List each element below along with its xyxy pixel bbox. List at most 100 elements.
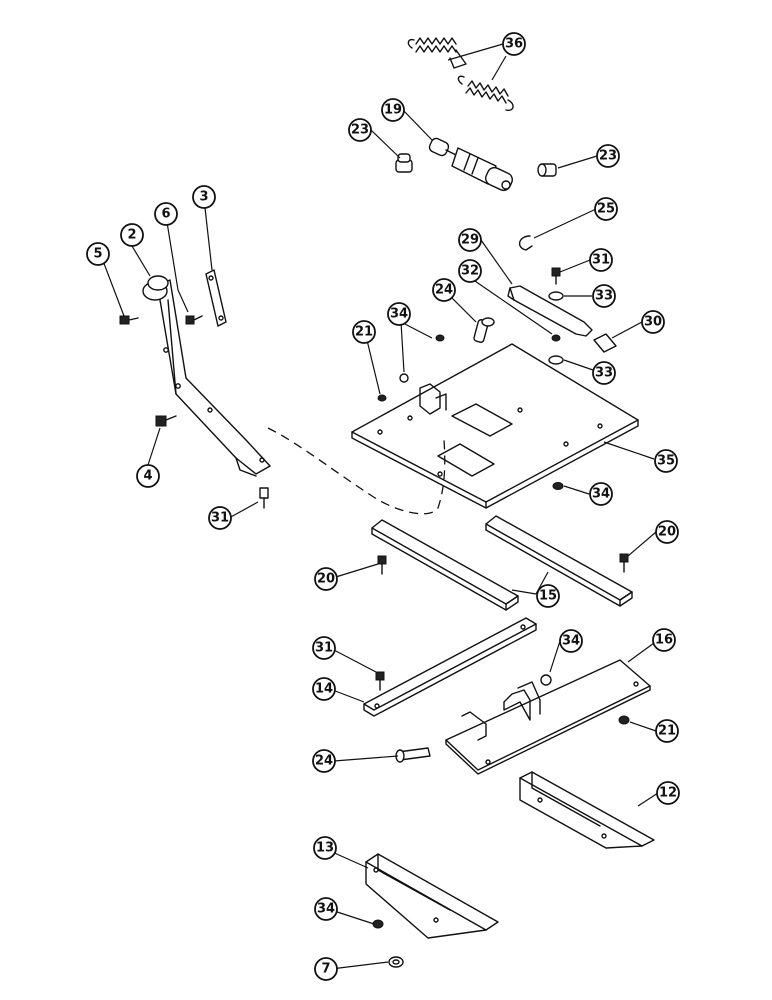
svg-text:33: 33 bbox=[595, 289, 613, 304]
callout-34-plate: 34 bbox=[589, 482, 613, 506]
svg-text:32: 32 bbox=[461, 264, 479, 279]
svg-text:30: 30 bbox=[644, 315, 662, 330]
nut-21-lower bbox=[618, 715, 630, 725]
washer-upper bbox=[548, 291, 564, 301]
stud-pin-upper bbox=[473, 317, 495, 343]
svg-text:6: 6 bbox=[161, 207, 170, 222]
nut-upper-34 bbox=[435, 334, 445, 342]
callout-30: 30 bbox=[641, 310, 665, 334]
callout-33-upper: 33 bbox=[592, 284, 616, 308]
callout-3: 3 bbox=[192, 185, 216, 209]
callout-14: 14 bbox=[312, 677, 336, 701]
svg-text:3: 3 bbox=[199, 190, 208, 205]
bolt-31-left bbox=[259, 487, 269, 509]
spring-upper bbox=[407, 37, 467, 69]
svg-text:21: 21 bbox=[658, 724, 676, 739]
link-plate bbox=[205, 269, 227, 327]
pin-24-lower bbox=[395, 747, 431, 763]
callout-20-right: 20 bbox=[655, 520, 679, 544]
callout-5: 5 bbox=[86, 242, 110, 266]
svg-text:25: 25 bbox=[597, 202, 615, 217]
nut-upper-34b bbox=[399, 373, 409, 383]
spring-lower bbox=[457, 75, 514, 112]
screw-20-left bbox=[377, 555, 387, 575]
screw-20-right bbox=[619, 553, 629, 573]
svg-text:21: 21 bbox=[355, 325, 373, 340]
callout-32: 32 bbox=[458, 259, 482, 283]
dashed-alignment-line bbox=[267, 427, 446, 515]
callout-36: 36 bbox=[502, 32, 526, 56]
svg-text:2: 2 bbox=[127, 228, 136, 243]
svg-text:36: 36 bbox=[505, 37, 523, 52]
svg-text:4: 4 bbox=[143, 469, 152, 484]
svg-text:34: 34 bbox=[317, 902, 335, 917]
callout-33-lower: 33 bbox=[592, 361, 616, 385]
svg-text:16: 16 bbox=[655, 633, 673, 648]
callout-7: 7 bbox=[314, 957, 338, 981]
nut-21-upper bbox=[377, 394, 387, 402]
callout-12: 12 bbox=[656, 781, 680, 805]
callout-19: 19 bbox=[381, 98, 405, 122]
svg-text:23: 23 bbox=[599, 149, 617, 164]
bracket-13 bbox=[365, 853, 499, 939]
callout-31-upper: 31 bbox=[589, 248, 613, 272]
svg-text:5: 5 bbox=[93, 247, 102, 262]
nut-34-bottom bbox=[372, 919, 384, 929]
svg-text:15: 15 bbox=[539, 589, 557, 604]
svg-text:19: 19 bbox=[384, 103, 402, 118]
bolt-5 bbox=[119, 315, 139, 325]
svg-text:31: 31 bbox=[315, 641, 333, 656]
nut-plate-34 bbox=[552, 482, 564, 490]
svg-text:33: 33 bbox=[595, 366, 613, 381]
nut-34-lower bbox=[540, 674, 552, 686]
svg-text:34: 34 bbox=[390, 307, 408, 322]
base-plate-16 bbox=[445, 659, 651, 775]
shock-absorber bbox=[428, 137, 513, 192]
svg-text:23: 23 bbox=[351, 123, 369, 138]
callout-34-bottom: 34 bbox=[314, 897, 338, 921]
callout-34-upper: 34 bbox=[387, 302, 411, 326]
callout-23-right: 23 bbox=[596, 144, 620, 168]
washer-lower bbox=[548, 355, 564, 365]
svg-text:29: 29 bbox=[461, 233, 479, 248]
seat-plate bbox=[351, 343, 639, 509]
callout-24-upper: 24 bbox=[432, 278, 456, 302]
rail-right bbox=[485, 515, 633, 607]
strip-14 bbox=[363, 617, 537, 717]
svg-text:31: 31 bbox=[592, 253, 610, 268]
callout-4: 4 bbox=[136, 464, 160, 488]
callout-24-lower: 24 bbox=[312, 749, 336, 773]
svg-text:20: 20 bbox=[658, 525, 676, 540]
lever-bracket bbox=[507, 285, 593, 337]
svg-text:34: 34 bbox=[562, 634, 580, 649]
lock-plate bbox=[593, 333, 617, 353]
pedal-arm bbox=[142, 275, 271, 477]
cap-screw-upper bbox=[551, 267, 561, 285]
svg-text:13: 13 bbox=[316, 841, 334, 856]
bolt-4 bbox=[155, 415, 177, 427]
callout-20-left: 20 bbox=[314, 567, 338, 591]
washer-7 bbox=[388, 956, 404, 968]
bolt-31-lower bbox=[375, 671, 385, 691]
callout-35: 35 bbox=[654, 449, 678, 473]
callout-34-lower: 34 bbox=[559, 629, 583, 653]
svg-text:34: 34 bbox=[592, 487, 610, 502]
svg-text:14: 14 bbox=[315, 682, 333, 697]
svg-text:24: 24 bbox=[315, 754, 333, 769]
callout-25: 25 bbox=[594, 197, 618, 221]
callout-16: 16 bbox=[652, 628, 676, 652]
svg-text:20: 20 bbox=[317, 572, 335, 587]
callout-21-upper: 21 bbox=[352, 320, 376, 344]
bracket-12 bbox=[519, 771, 655, 849]
svg-text:12: 12 bbox=[659, 786, 677, 801]
svg-text:24: 24 bbox=[435, 283, 453, 298]
svg-text:7: 7 bbox=[321, 962, 330, 977]
callout-13: 13 bbox=[313, 836, 337, 860]
callout-6: 6 bbox=[154, 202, 178, 226]
nut-mid bbox=[551, 334, 561, 342]
callout-31-lower: 31 bbox=[312, 636, 336, 660]
callout-31-left: 31 bbox=[208, 506, 232, 530]
callout-2: 2 bbox=[120, 223, 144, 247]
pin-right bbox=[537, 163, 557, 177]
